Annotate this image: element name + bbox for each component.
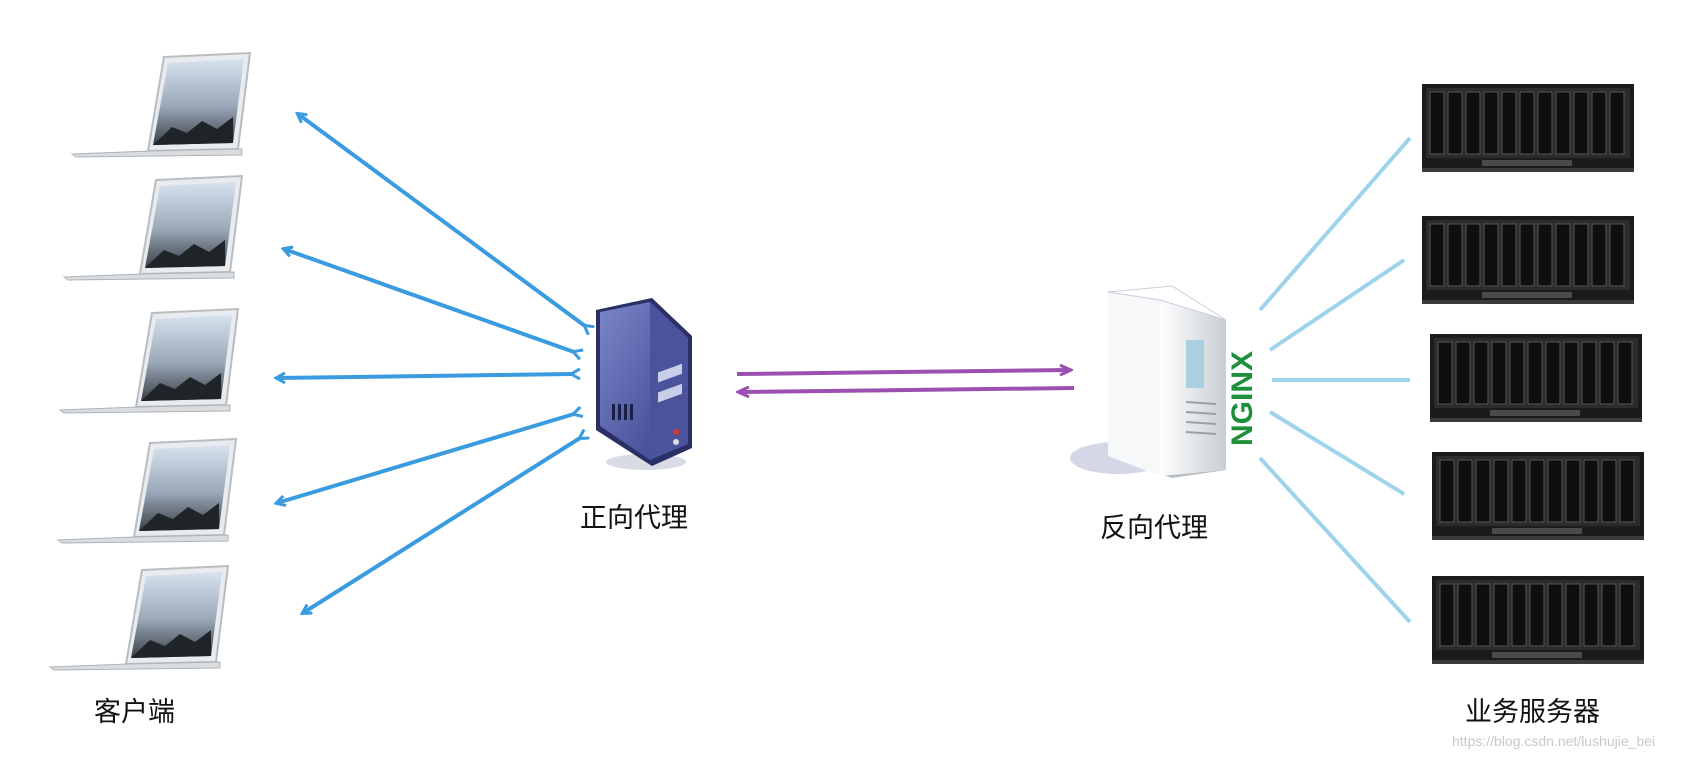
server-line	[1268, 258, 1406, 352]
business-server-rack-icon	[1421, 83, 1635, 173]
reverse-proxy-label: 反向代理	[1100, 513, 1208, 544]
client-arrow	[284, 249, 574, 352]
client-arrow	[277, 414, 574, 503]
client-arrow	[298, 114, 585, 326]
server-line	[1258, 136, 1412, 312]
client-laptop-icon	[59, 308, 239, 414]
business-server-rack-icon	[1429, 333, 1643, 423]
client-laptop-icon	[63, 175, 243, 281]
nginx-logo: NGINX	[1226, 351, 1259, 446]
server-line	[1258, 456, 1412, 624]
client-laptop-icon	[57, 438, 237, 544]
client-laptop-icon	[71, 52, 251, 158]
client-arrow	[277, 374, 572, 378]
proxy-link-arrows	[736, 370, 1075, 392]
client-laptop-icon	[49, 565, 229, 671]
forward-proxy-server-icon	[596, 298, 692, 470]
watermark-text: https://blog.csdn.net/lushujie_bei	[1452, 733, 1656, 749]
client-arrow	[303, 438, 580, 613]
proxy-link-arrow-left	[739, 388, 1075, 392]
business-server-rack-icon	[1431, 451, 1645, 541]
server-lines	[1258, 136, 1412, 624]
server-line	[1268, 410, 1406, 496]
business-servers-label: 业务服务器	[1465, 697, 1600, 728]
clients-label: 客户端	[94, 697, 175, 728]
client-arrows	[277, 114, 585, 613]
forward-proxy-label: 正向代理	[580, 503, 688, 534]
business-server-rack-icon	[1421, 215, 1635, 305]
reverse-proxy-server-icon	[1070, 285, 1227, 478]
business-server-rack-icon	[1431, 575, 1645, 665]
proxy-link-arrow-right	[736, 370, 1070, 374]
